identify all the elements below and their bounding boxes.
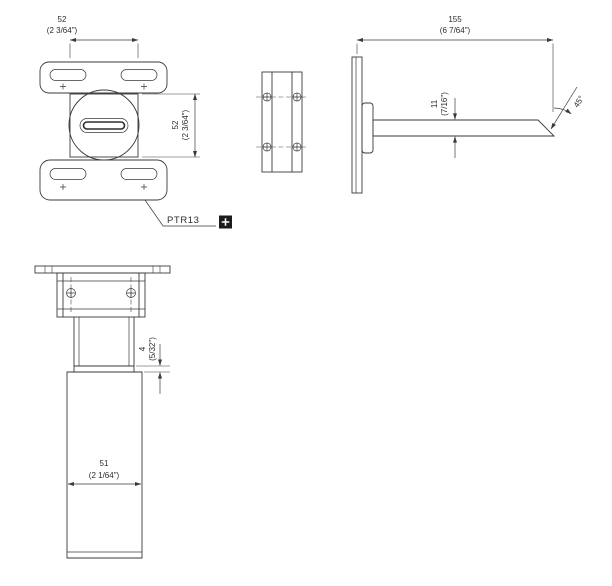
bracket-screws — [262, 92, 302, 152]
side-view: 155 (6 7/64") — [256, 15, 586, 194]
front-view: 52 (2 3/64") — [39, 15, 200, 201]
slot-hole — [49, 168, 87, 180]
spout-neck — [73, 316, 135, 373]
front-width-inch: (2 3/64") — [47, 26, 78, 35]
mounting-plate-bottom — [39, 159, 168, 201]
spout-height-inch: (7/16") — [440, 92, 449, 116]
tip-angle-label: 45° — [572, 94, 586, 109]
slot-hole — [120, 69, 158, 81]
plus-icon — [221, 218, 230, 226]
screw-cross-marks — [60, 83, 147, 90]
wall-bracket — [256, 71, 308, 173]
bracket-top — [56, 272, 146, 318]
slot-hole — [120, 168, 158, 180]
side-length-mm: 155 — [448, 15, 462, 24]
side-length-dimension: 155 (6 7/64") — [356, 15, 554, 112]
screw-cross-marks — [60, 184, 147, 190]
front-width-mm: 52 — [58, 15, 67, 24]
front-height-inch: (2 3/64") — [181, 109, 190, 140]
spout-profile — [372, 119, 556, 137]
body-square — [69, 93, 139, 158]
product-label: PTR13 — [144, 199, 232, 229]
spout-opening — [79, 118, 129, 133]
tube-width-inch: (2 1/64") — [89, 471, 120, 480]
leader-line — [144, 199, 216, 227]
spout-height-dimension: 11 (7/16") — [430, 92, 458, 158]
wall-plate — [351, 56, 363, 194]
bracket-screws — [66, 288, 136, 298]
spout-flange — [361, 102, 374, 154]
side-length-inch: (6 7/64") — [440, 26, 471, 35]
spout-height-mm: 11 — [430, 99, 439, 108]
slot-hole — [49, 69, 87, 81]
tube-width-mm: 51 — [100, 459, 109, 468]
offset-mm: 4 — [138, 346, 147, 351]
offset-inch: (5/32") — [148, 337, 157, 361]
offset-dimension: 4 (5/32") — [136, 337, 170, 394]
mounting-plate-top — [39, 61, 168, 94]
front-width-dimension: 52 (2 3/64") — [47, 15, 139, 58]
spout-tube — [66, 371, 143, 559]
plate-edge — [34, 265, 171, 274]
plus-badge — [219, 215, 232, 229]
product-code-text: PTR13 — [167, 215, 200, 226]
tip-angle-annotation: 45° — [550, 86, 586, 130]
slot-edge-ticks — [44, 266, 161, 273]
front-height-mm: 52 — [171, 120, 180, 129]
mounting-ring-circle — [68, 89, 140, 161]
tube-width-dimension: 51 (2 1/64") — [67, 459, 142, 487]
front-height-dimension: 52 (2 3/64") — [142, 93, 200, 158]
top-view: 4 (5/32") 51 (2 1/64") — [34, 265, 171, 559]
